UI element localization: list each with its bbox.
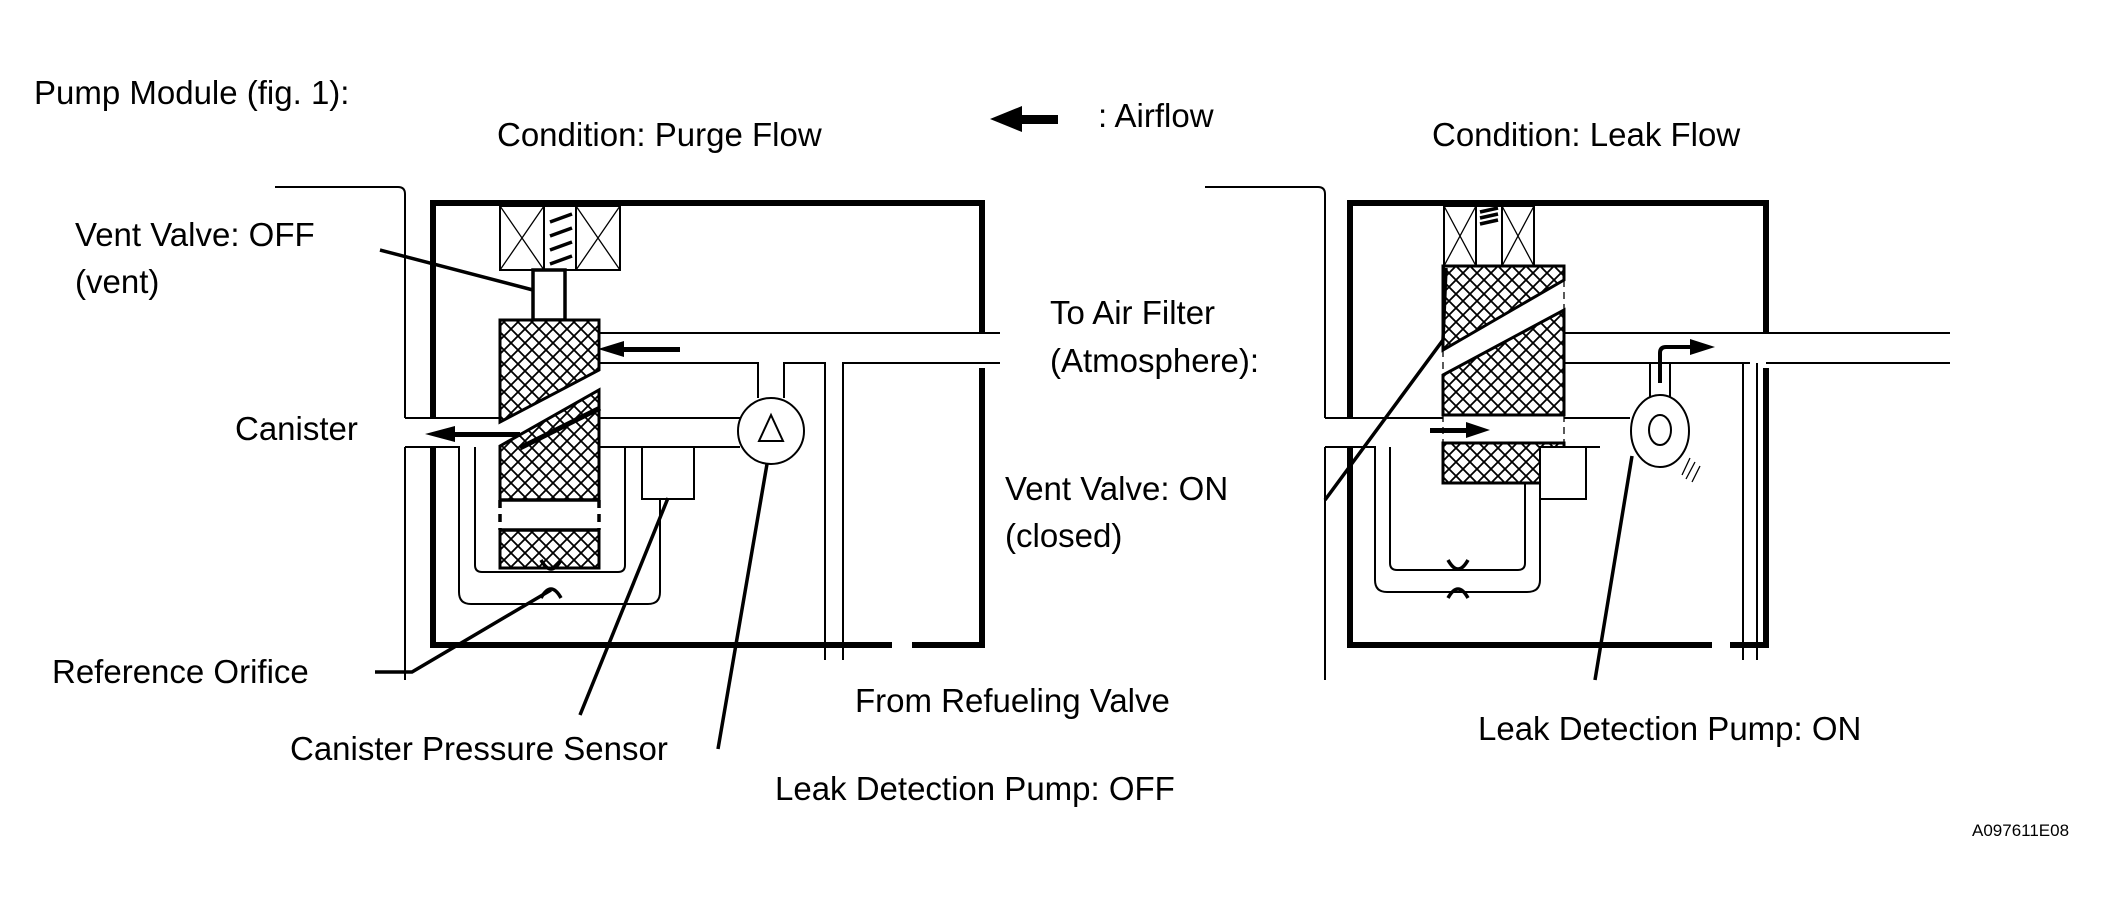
reference-orifice — [1446, 559, 1470, 599]
atmosphere-label: (Atmosphere): — [1050, 342, 1259, 379]
vibration-icon — [1681, 457, 1701, 483]
orifice-loop-inner — [474, 446, 660, 573]
arrow-left-icon — [990, 106, 1058, 132]
orifice-loop-outer — [1325, 446, 1541, 593]
vent-valve-leader — [1323, 267, 1448, 502]
circle-icon — [1648, 414, 1672, 446]
vent-valve-solenoid — [499, 205, 621, 322]
air-filter-branch — [783, 362, 826, 660]
airflow-legend-label: : Airflow — [1098, 97, 1214, 134]
vent-valve-leader — [379, 248, 534, 292]
figure-code: A097611E08 — [1972, 821, 2069, 840]
module-housing-top — [430, 200, 985, 418]
canister-pressure-sensor — [1539, 446, 1587, 500]
module-housing-top — [1347, 200, 1769, 418]
vent-valve-closed-label: (closed) — [1005, 517, 1122, 554]
canister-pipe-upper — [275, 186, 406, 418]
module-housing-bottom — [430, 447, 892, 648]
vent-valve-solenoid — [1443, 205, 1535, 267]
pump-leader — [1593, 455, 1634, 681]
module-housing-right — [912, 368, 985, 648]
orifice-loop-outer — [405, 446, 661, 605]
airflow-arrow-out — [425, 426, 520, 442]
airflow-legend: : Airflow — [990, 97, 1214, 134]
sensor-leader — [578, 497, 670, 716]
leak-flow-heading: Condition: Leak Flow — [1432, 116, 1740, 153]
airflow-arrow-up-right — [1658, 339, 1715, 383]
figure-title: Pump Module (fig. 1): — [34, 74, 349, 111]
canister-pipe-upper — [1205, 186, 1326, 418]
canister-label: Canister — [235, 410, 358, 447]
canister-pressure-sensor-label: Canister Pressure Sensor — [290, 730, 668, 767]
vent-valve-on-label: Vent Valve: ON — [1005, 470, 1228, 507]
leak-detection-pump-off — [737, 397, 805, 465]
orifice-leader — [375, 588, 552, 674]
leak-pump-off-label: Leak Detection Pump: OFF — [775, 770, 1175, 807]
to-air-filter-label: To Air Filter — [1050, 294, 1215, 331]
from-refueling-valve-label: From Refueling Valve — [855, 682, 1170, 719]
vent-valve-off-label: Vent Valve: OFF — [75, 216, 315, 253]
pump-leader — [716, 463, 769, 750]
airflow-arrow-right — [1430, 422, 1490, 438]
leak-detection-pump-on — [1630, 363, 1701, 483]
air-filter-pipe-bottom — [599, 362, 759, 398]
reference-orifice-label: Reference Orifice — [52, 653, 309, 690]
airflow-arrow-in — [598, 341, 680, 357]
refuel-pipe — [842, 362, 1000, 660]
module-housing-bottom — [1347, 447, 1712, 648]
leak-flow-panel: Vent Valve: ON (closed) Leak Detection P… — [1005, 186, 1950, 747]
purge-flow-heading: Condition: Purge Flow — [497, 116, 822, 153]
canister-pressure-sensor — [641, 446, 695, 500]
vent-valve-vent-label: (vent) — [75, 263, 159, 300]
leak-pump-on-label: Leak Detection Pump: ON — [1478, 710, 1861, 747]
triangle-icon — [757, 412, 785, 442]
vent-valve-plunger — [498, 318, 601, 570]
module-housing-right — [1730, 368, 1769, 648]
purge-flow-panel: Vent Valve: OFF (vent) Canister Referenc… — [52, 186, 1259, 807]
airflow-arrow-diagonal — [518, 405, 602, 451]
